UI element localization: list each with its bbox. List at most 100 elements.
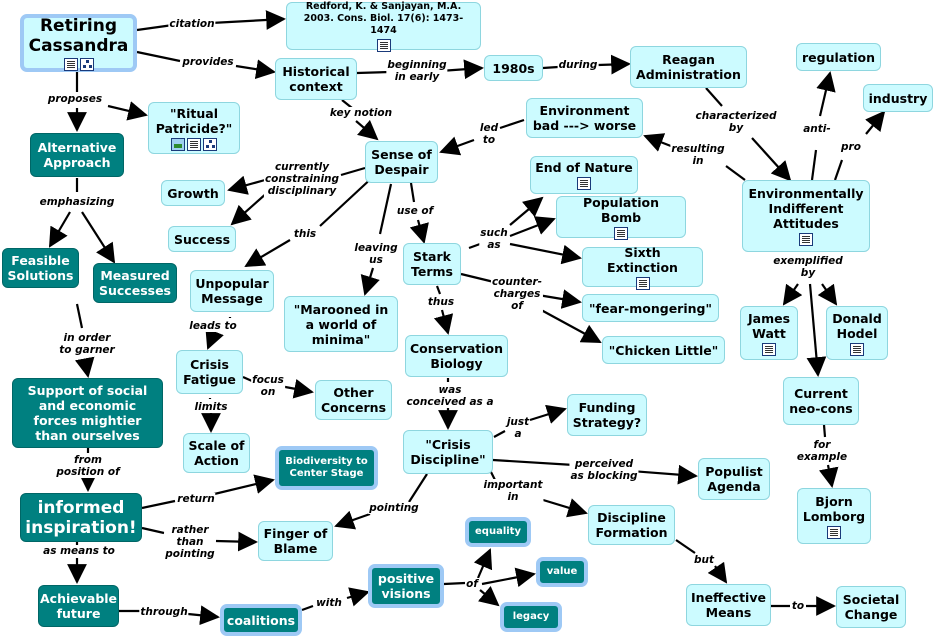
- concept-donald-hodel[interactable]: Donald Hodel: [826, 306, 888, 360]
- link-label-as-means-to: as means to: [42, 545, 116, 557]
- edge-citation-arrow: [210, 10, 286, 30]
- concept-fear-mongering[interactable]: "fear-mongering": [582, 294, 719, 322]
- concept-unpopular-message[interactable]: Unpopular Message: [190, 270, 274, 312]
- edge-but: [675, 539, 696, 554]
- edge-keynotion-arrow: [355, 119, 379, 141]
- document-icon[interactable]: [762, 342, 776, 356]
- concept-feasible-solutions[interactable]: Feasible Solutions: [2, 248, 79, 288]
- concept-label: Environment bad ---> worse: [532, 103, 637, 133]
- document-icon[interactable]: [850, 342, 864, 356]
- concept-label: James Watt: [747, 310, 791, 341]
- edge-currently-growth: [227, 175, 266, 195]
- edge-leaving: [378, 183, 393, 235]
- edge-proposes-arrow-ritual: [107, 101, 148, 121]
- concept-label: Societal Change: [842, 592, 900, 622]
- edge-resulting: [725, 165, 746, 181]
- concept-alternative-approach[interactable]: Alternative Approach: [30, 133, 124, 177]
- concept-scale-of-action[interactable]: Scale of Action: [183, 433, 250, 473]
- document-icon[interactable]: [187, 137, 201, 151]
- concept-positive-visions[interactable]: positive visions: [368, 564, 444, 608]
- concept-coalitions[interactable]: coalitions: [220, 604, 302, 636]
- edge-provides: [136, 50, 181, 63]
- image-icon[interactable]: [171, 137, 185, 151]
- link-label-return: return: [176, 493, 216, 505]
- concept-achievable-future[interactable]: Achievable future: [38, 585, 119, 627]
- concept-label: Discipline Formation: [595, 510, 668, 540]
- concept-retiring-cassandra[interactable]: Retiring Cassandra: [20, 14, 137, 72]
- document-icon[interactable]: [577, 177, 591, 190]
- link-label-pro: pro: [840, 141, 862, 153]
- document-icon[interactable]: [827, 525, 841, 539]
- link-label-important-in: important in: [482, 479, 544, 503]
- concept-historical-context[interactable]: Historical context: [275, 58, 357, 100]
- concept-label: Scale of Action: [188, 438, 245, 468]
- concept-label: Historical context: [282, 64, 350, 94]
- concept-label: "Marooned in a world of minima": [293, 301, 389, 347]
- concept-conservation-biology[interactable]: Conservation Biology: [405, 335, 508, 377]
- concept-industry[interactable]: industry: [863, 84, 933, 112]
- concept-ineffective-means[interactable]: Ineffective Means: [686, 584, 771, 626]
- edge-of-value: [481, 567, 536, 588]
- concept-ritual-patricide[interactable]: "Ritual Patricide?": [148, 102, 240, 154]
- concept-environmentally-indifferent-attitudes[interactable]: Environmentally Indifferent Attitudes: [742, 180, 870, 252]
- document-icon[interactable]: [376, 38, 391, 52]
- concept-james-watt[interactable]: James Watt: [740, 306, 798, 360]
- edge-forexample-arrow: [818, 464, 839, 488]
- concept-1980s[interactable]: 1980s: [484, 55, 543, 81]
- concept-legacy[interactable]: legacy: [500, 602, 562, 632]
- concept-label: Measured Successes: [99, 268, 171, 298]
- concept-societal-change[interactable]: Societal Change: [836, 586, 906, 628]
- edge-thus-arrow: [433, 309, 454, 335]
- concept-label: regulation: [802, 49, 875, 65]
- document-icon[interactable]: [635, 276, 650, 290]
- concept-label: value: [546, 566, 578, 577]
- concept-current-neo-cons[interactable]: Current neo-cons: [783, 377, 859, 425]
- edge-ledto-arrow: [439, 136, 475, 156]
- concept-biodiversity-to-center-stage[interactable]: Biodiversity to Center Stage: [275, 446, 378, 490]
- concept-funding-strategy[interactable]: Funding Strategy?: [567, 394, 647, 436]
- concept-marooned-in-a-world-of-minima[interactable]: "Marooned in a world of minima": [284, 296, 398, 352]
- concept-citation-reference[interactable]: Redford, K. & Sanjayan, M.A. 2003. Cons.…: [286, 1, 481, 52]
- concept-growth[interactable]: Growth: [161, 180, 225, 206]
- concept-end-of-nature[interactable]: End of Nature: [530, 156, 638, 194]
- concept-environment-bad-worse[interactable]: Environment bad ---> worse: [526, 98, 643, 138]
- concept-support-of-social-economic-forces[interactable]: Support of social and economic forces mi…: [12, 378, 163, 448]
- link-label-focus-on: focus on: [251, 374, 285, 398]
- concept-other-concerns[interactable]: Other Concerns: [315, 380, 392, 420]
- concept-discipline-formation[interactable]: Discipline Formation: [588, 505, 675, 545]
- document-icon[interactable]: [614, 226, 628, 240]
- concept-success[interactable]: Success: [168, 226, 236, 252]
- concept-reagan-administration[interactable]: Reagan Administration: [630, 46, 747, 88]
- concept-bjorn-lomborg[interactable]: Bjorn Lomborg: [797, 488, 871, 544]
- concept-population-bomb[interactable]: Population Bomb: [556, 195, 686, 240]
- link-label-just-a: just a: [505, 416, 531, 440]
- concept-crisis-discipline[interactable]: "Crisis Discipline": [403, 430, 493, 474]
- concept-populist-agenda[interactable]: Populist Agenda: [698, 458, 770, 500]
- concept-crisis-fatigue[interactable]: Crisis Fatigue: [176, 350, 243, 394]
- concept-equality[interactable]: equality: [465, 517, 531, 547]
- concept-map-icon[interactable]: [203, 137, 217, 151]
- concept-value[interactable]: value: [536, 557, 588, 587]
- concept-sense-of-despair[interactable]: Sense of Despair: [365, 141, 438, 183]
- concept-informed-inspiration[interactable]: informed inspiration!: [20, 493, 142, 542]
- document-icon[interactable]: [799, 233, 813, 246]
- edge-anti-arrow: [816, 71, 836, 117]
- edge-useof-arrow: [409, 219, 429, 244]
- concept-map-icon[interactable]: [79, 57, 94, 71]
- concept-regulation[interactable]: regulation: [796, 43, 881, 71]
- link-label-exemplified-by: exemplified by: [772, 255, 844, 279]
- edge-anti: [810, 149, 818, 181]
- concept-stark-terms[interactable]: Stark Terms: [403, 243, 461, 285]
- edge-pro: [833, 159, 844, 181]
- edge-currently-success: [230, 191, 269, 226]
- concept-label: Bjorn Lomborg: [802, 493, 866, 524]
- document-icon[interactable]: [63, 57, 78, 71]
- link-label-during: during: [557, 59, 599, 71]
- concept-finger-of-blame[interactable]: Finger of Blame: [258, 521, 333, 561]
- edge-forexample: [822, 424, 827, 438]
- edge-inorder: [75, 303, 84, 329]
- concept-sixth-extinction[interactable]: Sixth Extinction: [582, 245, 703, 290]
- concept-measured-successes[interactable]: Measured Successes: [93, 263, 177, 303]
- concept-chicken-little[interactable]: "Chicken Little": [602, 336, 725, 364]
- edge-of-legacy: [477, 585, 500, 607]
